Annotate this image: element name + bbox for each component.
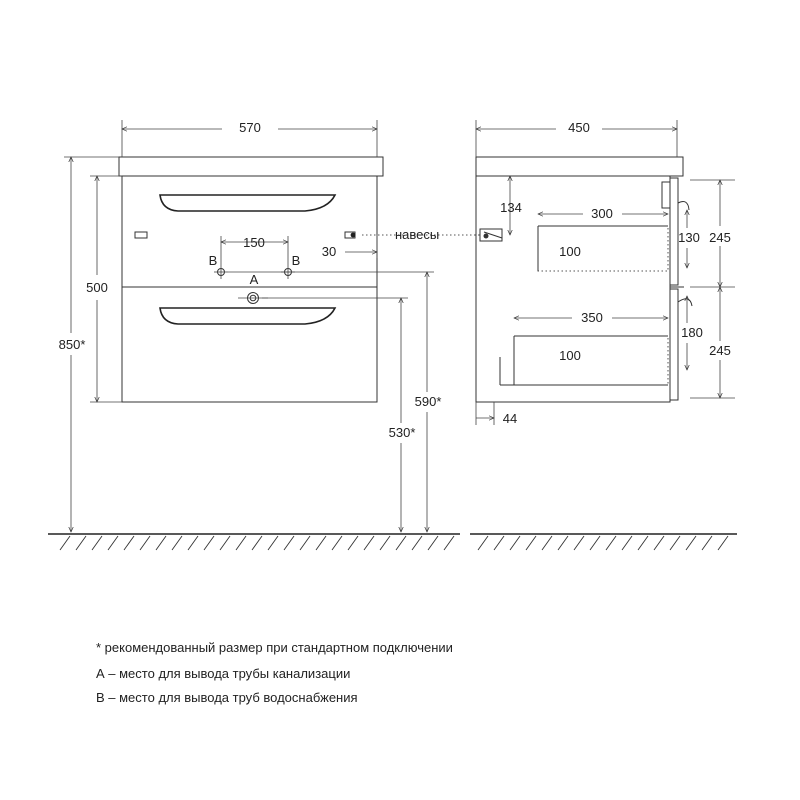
side-view: навесы [362,156,693,403]
front-width-label: 570 [239,120,261,135]
floor-hatch-mark [669,535,681,551]
pipe-b-right-label: B [292,253,301,268]
note-b-point: В – место для вывода труб водоснабжения [96,690,358,705]
floor-hatch-mark [443,535,455,551]
floor-hatch-mark [653,535,665,551]
floor-hatch-mark [123,535,135,551]
floor-hatch-mark [379,535,391,551]
pipe-b-left-marker [214,265,228,279]
floor-hatch-mark [283,535,295,551]
side-countertop [475,156,684,177]
floor-hatch-mark [589,535,601,551]
floor-hatch-mark [717,535,729,551]
floor-hatch-mark [701,535,713,551]
floor-hatch-mark [299,535,311,551]
floor-line [48,533,737,551]
floor-hatch-mark [363,535,375,551]
front-cabinet-body [121,175,378,403]
floor-hatching-right [477,535,729,551]
floor-hatch-mark [75,535,87,551]
legend-notes: * рекомендованный размер при стандартном… [96,640,453,705]
pipe-spacing-label: 150 [243,235,265,250]
floor-hatch-mark [139,535,151,551]
floor-hatch-mark [267,535,279,551]
floor-hatch-mark [331,535,343,551]
floor-hatch-mark [315,535,327,551]
hangers-label: навесы [395,227,439,242]
front-total-height-label: 850* [59,337,86,352]
upper-drawer-handle [159,194,337,212]
side-depth-label: 450 [568,120,590,135]
upper-front-height-label: 130 [678,230,700,245]
lower-front-height-label: 180 [681,325,703,340]
upper-drawer-depth-label: 300 [591,206,613,221]
lower-drawer-handle [159,307,337,325]
floor-hatch-mark [235,535,247,551]
floor-hatch-mark [59,535,71,551]
upper-box-height-label: 245 [709,230,731,245]
floor-hatch-mark [605,535,617,551]
floor-hatch-mark [411,535,423,551]
pipe-a-label: A [250,272,259,287]
floor-hatch-mark [203,535,215,551]
floor-hatch-mark [685,535,697,551]
floor-hatch-mark [171,535,183,551]
floor-hatch-mark [219,535,231,551]
left-hanger [134,231,148,239]
note-a-point: А – место для вывода трубы канализации [96,666,350,681]
side-hanger-bracket [479,228,503,242]
lower-box-height-label: 245 [709,343,731,358]
floor-hatch-mark [525,535,537,551]
floor-hatch-mark [395,535,407,551]
lower-drawer-front [669,288,679,401]
floor-hatch-mark [541,535,553,551]
floor-hatch-mark [493,535,505,551]
front-dimensions: 570 500 850* 150 B B A 30 590* 530* [59,120,442,532]
right-hanger-dot [350,232,356,238]
pipe-b-left-label: B [209,253,218,268]
floor-hatch-mark [621,535,633,551]
note-recommended: * рекомендованный размер при стандартном… [96,640,453,655]
floor-hatch-mark [91,535,103,551]
wall-gap-label: 44 [503,411,517,426]
front-height-label: 500 [86,280,108,295]
lower-drawer-height-label: 100 [559,348,581,363]
upper-drawer-front [669,177,679,286]
floor-hatch-mark [427,535,439,551]
floor-hatch-mark [509,535,521,551]
height-530-label: 530* [389,425,416,440]
floor-hatch-mark [477,535,489,551]
floor-hatch-mark [573,535,585,551]
floor-hatch-mark [187,535,199,551]
floor-hatch-mark [557,535,569,551]
lower-side-handle [677,298,693,307]
floor-hatching-left [59,535,455,551]
floor-hatch-mark [107,535,119,551]
front-countertop [118,156,384,177]
floor-hatch-mark [251,535,263,551]
floor-hatch-mark [347,535,359,551]
floor-hatch-mark [637,535,649,551]
hanger-offset-label: 30 [322,244,336,259]
hanger-height-label: 134 [500,200,522,215]
upper-side-handle [677,201,690,211]
lower-drawer-depth-label: 350 [581,310,603,325]
side-dimensions: 450 134 300 100 130 245 350 100 180 [476,120,735,426]
floor-hatch-mark [155,535,167,551]
height-590-label: 590* [415,394,442,409]
upper-drawer-height-label: 100 [559,244,581,259]
front-view [118,156,384,403]
